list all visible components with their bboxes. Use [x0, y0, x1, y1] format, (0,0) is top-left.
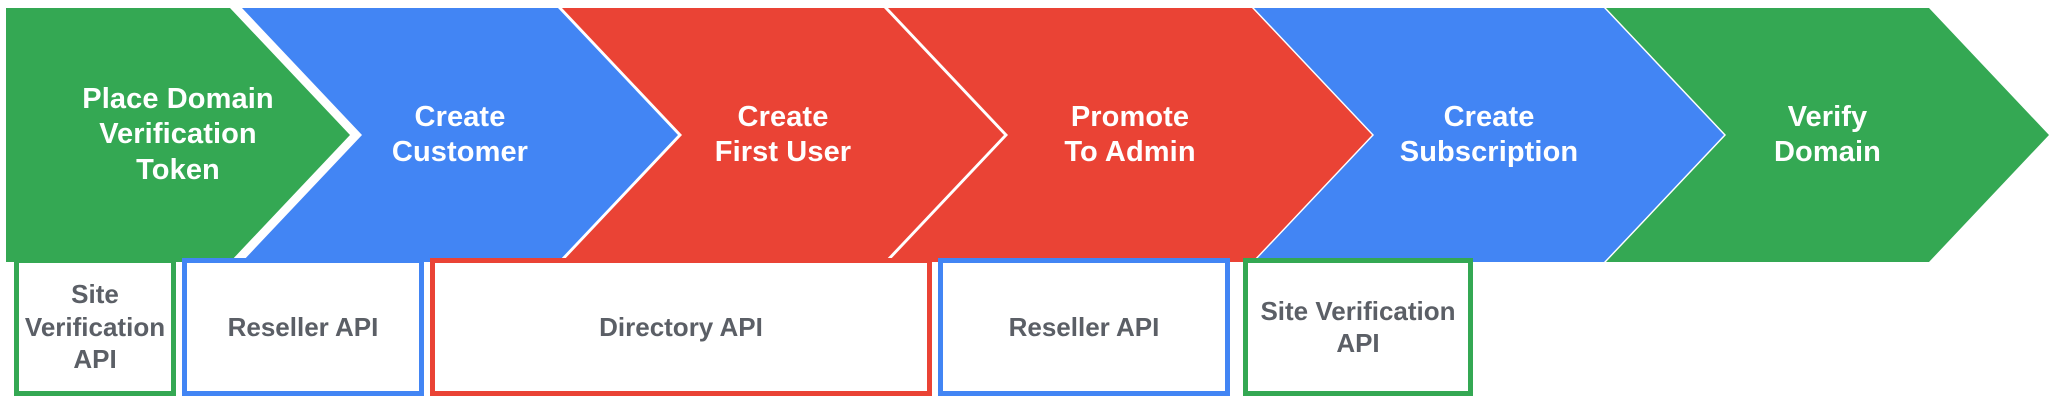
api-box-label: Reseller API [227, 311, 379, 342]
api-box-directory-api[interactable]: Directory API [430, 258, 932, 396]
flow-step-label: Create First User [714, 100, 852, 168]
flow-step-label: Create Subscription [1399, 100, 1579, 168]
api-box-row: Site Verification API Reseller API Direc… [0, 258, 2049, 408]
api-box-label: Reseller API [1008, 311, 1160, 342]
chevron-band: Place Domain Verification Token Create C… [0, 0, 2049, 270]
flow-step-label: Verify Domain [1774, 100, 1881, 168]
flow-step-label: Create Customer [391, 100, 529, 168]
api-box-reseller-api-1[interactable]: Reseller API [182, 258, 424, 396]
api-box-reseller-api-2[interactable]: Reseller API [938, 258, 1230, 396]
api-box-label: Directory API [599, 311, 763, 342]
api-box-site-verification-api-1[interactable]: Site Verification API [14, 258, 176, 396]
api-box-site-verification-api-2[interactable]: Site Verification API [1243, 258, 1473, 396]
flow-step-label: Promote To Admin [1064, 100, 1196, 168]
api-box-label: Site Verification API [24, 279, 166, 375]
flow-step-label: Place Domain Verification Token [82, 82, 274, 186]
api-box-label: Site Verification API [1260, 295, 1456, 359]
